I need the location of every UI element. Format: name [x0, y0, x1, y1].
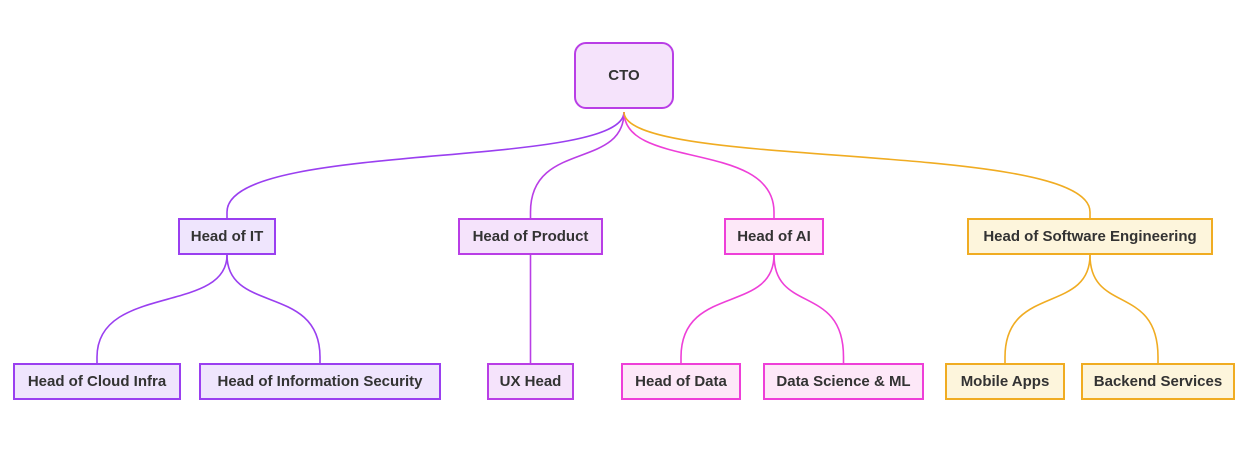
node-cto: CTO: [574, 42, 674, 109]
connector-head-se-to-backend-services: [1089, 254, 1159, 363]
node-head-information-security: Head of Information Security: [199, 363, 441, 400]
connector-head-it-to-head-cloud: [96, 254, 228, 363]
connector-head-se-to-mobile-apps: [1004, 254, 1091, 363]
node-head-product: Head of Product: [458, 218, 603, 255]
connector-head-ai-to-head-data: [680, 254, 775, 363]
node-head-ai: Head of AI: [724, 218, 824, 255]
node-data-science-ml: Data Science & ML: [763, 363, 924, 400]
node-head-it: Head of IT: [178, 218, 276, 255]
connector-cto-to-head-product: [529, 111, 625, 218]
node-mobile-apps: Mobile Apps: [945, 363, 1065, 400]
node-head-software-engineering: Head of Software Engineering: [967, 218, 1213, 255]
node-backend-services: Backend Services: [1081, 363, 1235, 400]
node-head-of-data: Head of Data: [621, 363, 741, 400]
connector-head-it-to-head-infosec: [226, 254, 321, 363]
connector-head-ai-to-ds-ml: [773, 254, 845, 363]
connector-cto-to-head-it: [226, 111, 625, 218]
connector-cto-to-head-se: [623, 111, 1091, 218]
node-head-cloud-infra: Head of Cloud Infra: [13, 363, 181, 400]
node-ux-head: UX Head: [487, 363, 574, 400]
connector-cto-to-head-ai: [623, 111, 775, 218]
